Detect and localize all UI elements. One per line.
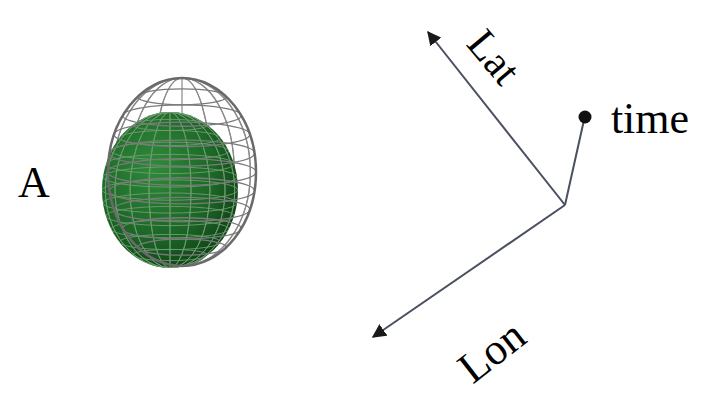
green-meridian (105, 112, 234, 268)
green-meridian (170, 112, 171, 268)
time-axis-dot (579, 111, 592, 124)
green-meridian (130, 112, 210, 268)
axis-label: time (611, 97, 689, 141)
mesh-parallel (123, 218, 241, 239)
outer-ellipsoid-outline (108, 78, 256, 266)
mesh-parallel (123, 105, 241, 126)
green-meridian (149, 112, 191, 268)
green-meridian (130, 112, 210, 268)
inner-ellipsoid (102, 112, 238, 268)
axis-label: Lat (460, 22, 528, 92)
green-parallel (132, 119, 207, 130)
green-meridian (115, 112, 225, 268)
time-axis (565, 120, 584, 205)
green-parallel (111, 220, 229, 238)
axes (373, 32, 584, 337)
green-meridian (115, 112, 225, 268)
object-label: A (18, 161, 50, 205)
lon-axis (373, 205, 565, 337)
mesh-parallel (138, 239, 227, 255)
mesh-parallel (138, 89, 227, 105)
green-meridian (105, 112, 234, 268)
green-meridian (149, 112, 191, 268)
inner-grid (102, 112, 238, 268)
green-parallel (119, 234, 220, 249)
axis-label: Lon (451, 313, 534, 391)
mesh-parallel (109, 178, 254, 204)
outer-wireframe-front (108, 89, 256, 255)
